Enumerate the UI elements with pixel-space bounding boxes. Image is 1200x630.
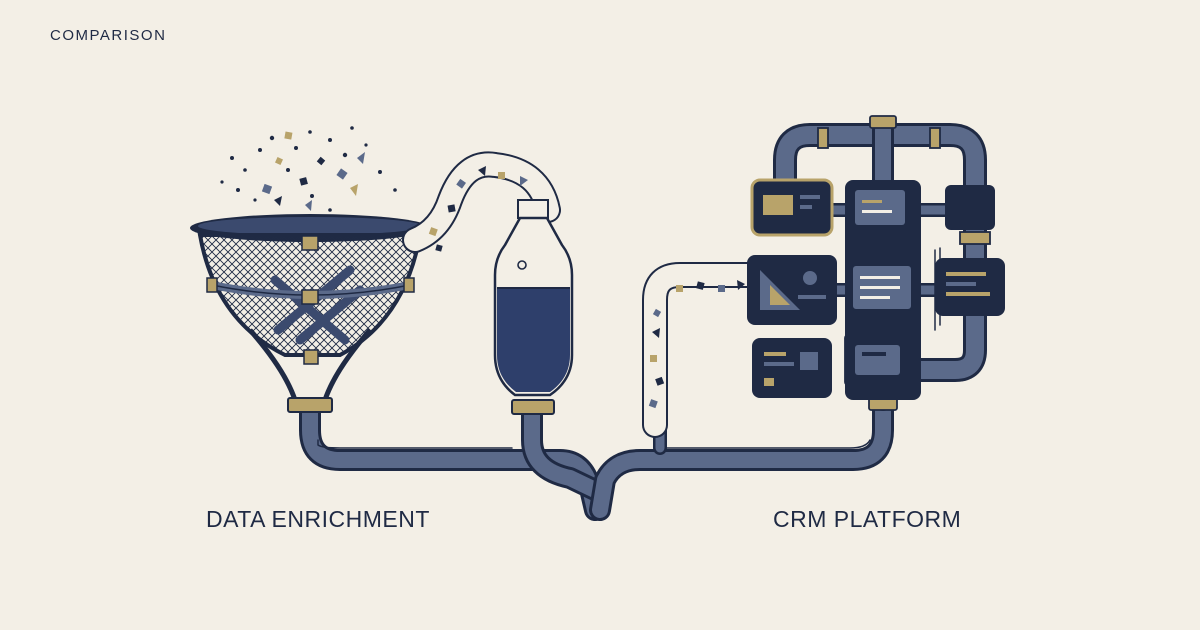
- section-eyebrow: COMPARISON: [50, 27, 167, 44]
- main-pipe-system: [299, 399, 894, 521]
- data-particles: [220, 126, 397, 212]
- left-label: DATA ENRICHMENT: [206, 506, 430, 532]
- crm-module-icon: [945, 185, 995, 230]
- crm-module-icon: [935, 258, 1005, 316]
- transfer-tube-left: [402, 151, 561, 253]
- crm-module-icon: [747, 255, 837, 325]
- strainer-icon: [190, 126, 430, 413]
- crm-module-icon: [750, 178, 834, 237]
- pipe-network-icon: [773, 115, 991, 411]
- transfer-tube-right: [642, 262, 773, 438]
- crm-module-icon: [752, 338, 832, 398]
- flask-icon: [493, 199, 574, 415]
- right-label: CRM PLATFORM: [773, 506, 962, 532]
